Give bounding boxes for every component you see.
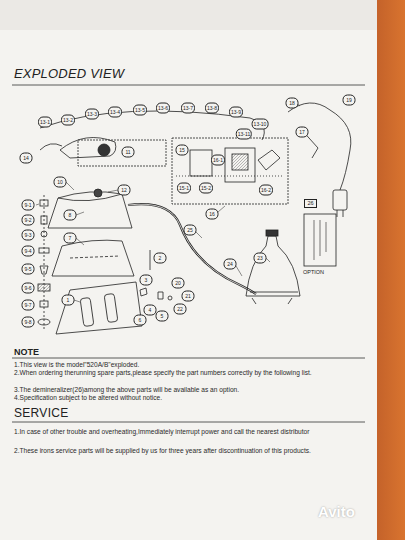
note-text: 1.This view is the model"520A/B"exploded… — [14, 361, 369, 369]
callout-number: 13-10 — [252, 119, 269, 130]
callout-number: 13-4 — [108, 107, 122, 118]
option-label: OPTION — [303, 269, 324, 275]
callout-number: 16-2 — [259, 185, 273, 196]
callout-number: 8 — [64, 210, 77, 221]
callout-number: 13-7 — [181, 103, 195, 114]
note-heading: NOTE — [14, 347, 39, 357]
callout-number: 16-1 — [211, 155, 225, 166]
callout-number: 9-6 — [22, 283, 35, 294]
callout-number: 9-3 — [22, 230, 35, 241]
iron-parts — [36, 103, 351, 334]
callout-number: 15 — [176, 145, 189, 156]
note-text: 4.Specification subject to be altered wi… — [14, 394, 369, 402]
callout-number: 11 — [122, 147, 135, 158]
note-text: 2.When ordering therunning spare parts,p… — [14, 369, 369, 377]
callout-number: 12 — [118, 185, 131, 196]
page-title: EXPLODED VIEW — [14, 66, 124, 81]
callout-number: 3 — [140, 275, 153, 286]
callout-number: 17 — [296, 127, 309, 138]
callout-number: 13-2 — [61, 115, 75, 126]
callout-number: 1 — [62, 295, 75, 306]
callout-number: 13-11 — [236, 129, 252, 140]
note-text: 2.These irons service parts will be supp… — [14, 447, 369, 455]
callout-number: 21 — [182, 291, 195, 302]
callout-number: 25 — [184, 225, 197, 236]
callout-number: 13-5 — [133, 105, 147, 116]
callout-number: 6 — [134, 315, 147, 326]
option-number: 26 — [305, 200, 316, 206]
callout-number: 9-5 — [22, 264, 35, 275]
callout-number: 10 — [54, 177, 67, 188]
callout-number: 13-8 — [205, 103, 219, 114]
callout-number: 7 — [64, 233, 77, 244]
callout-number: 13-6 — [156, 103, 170, 114]
watermark: Avito — [318, 503, 355, 520]
callout-number: 14 — [20, 153, 33, 164]
callout-number: 9-8 — [22, 317, 35, 328]
callout-number: 13-9 — [229, 107, 243, 118]
option-box: 26 — [304, 199, 317, 208]
callout-number: 16 — [206, 209, 219, 220]
callout-number: 20 — [172, 278, 185, 289]
callout-number: 23 — [254, 253, 267, 264]
callout-number: 24 — [224, 259, 237, 270]
note-text: 1.In case of other trouble and overheati… — [14, 428, 369, 436]
callout-number: 18 — [286, 98, 299, 109]
callout-number: 13-1 — [38, 117, 52, 128]
callout-number: 9-4 — [22, 246, 35, 257]
callout-number: 22 — [174, 304, 187, 315]
callout-number: 9-1 — [22, 200, 35, 211]
callout-number: 15-1 — [177, 183, 191, 194]
callout-number: 9-2 — [22, 215, 35, 226]
paper-shading — [0, 0, 377, 540]
callout-number: 19 — [343, 95, 356, 106]
note-text: 3.The demineralizer(26)among the above p… — [14, 386, 369, 394]
callout-number: 5 — [156, 311, 169, 322]
callout-number: 2 — [154, 253, 167, 264]
callout-number: 13-3 — [85, 109, 99, 120]
callout-number: 9-7 — [22, 300, 35, 311]
callout-number: 15-2 — [199, 183, 213, 194]
section-heading: SERVICE — [14, 406, 69, 420]
